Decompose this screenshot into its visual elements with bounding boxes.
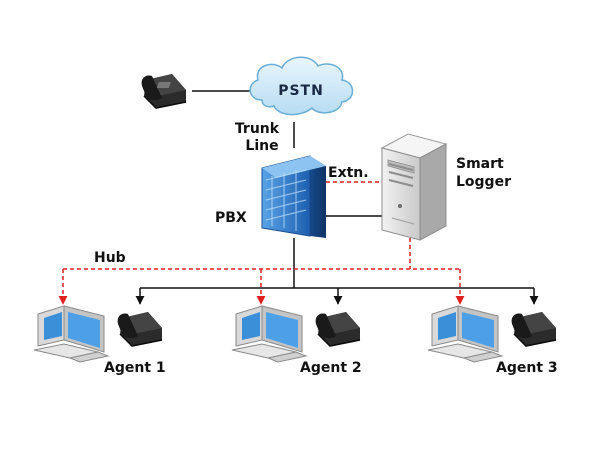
smart-logger-server-icon [380, 133, 448, 241]
pbx-cabinet-icon [261, 155, 326, 238]
agent-1-label: Agent 1 [104, 360, 166, 376]
extn-label: Extn. [328, 165, 369, 181]
agent-1-computer-icon [33, 305, 110, 363]
pbx-label: PBX [215, 210, 247, 226]
pstn-label: PSTN [278, 83, 324, 99]
smart-logger-label-line2: Logger [456, 174, 511, 190]
trunk-line-label-line1: Trunk [235, 121, 280, 137]
pstn-cloud-icon [249, 56, 354, 116]
pstn-telephone-icon [141, 74, 187, 109]
agent-2-computer-icon [231, 305, 308, 363]
agent-1-telephone-icon [117, 312, 163, 347]
agent-3-computer-icon [427, 305, 504, 363]
smart-logger-label-line1: Smart [456, 156, 504, 172]
hub-label: Hub [94, 250, 126, 266]
trunk-line-label-line2: Line [245, 138, 278, 154]
agent-3-label: Agent 3 [496, 360, 558, 376]
agent-2-label: Agent 2 [300, 360, 362, 376]
agent-2-telephone-icon [315, 312, 361, 347]
agent-3-telephone-icon [511, 312, 557, 347]
